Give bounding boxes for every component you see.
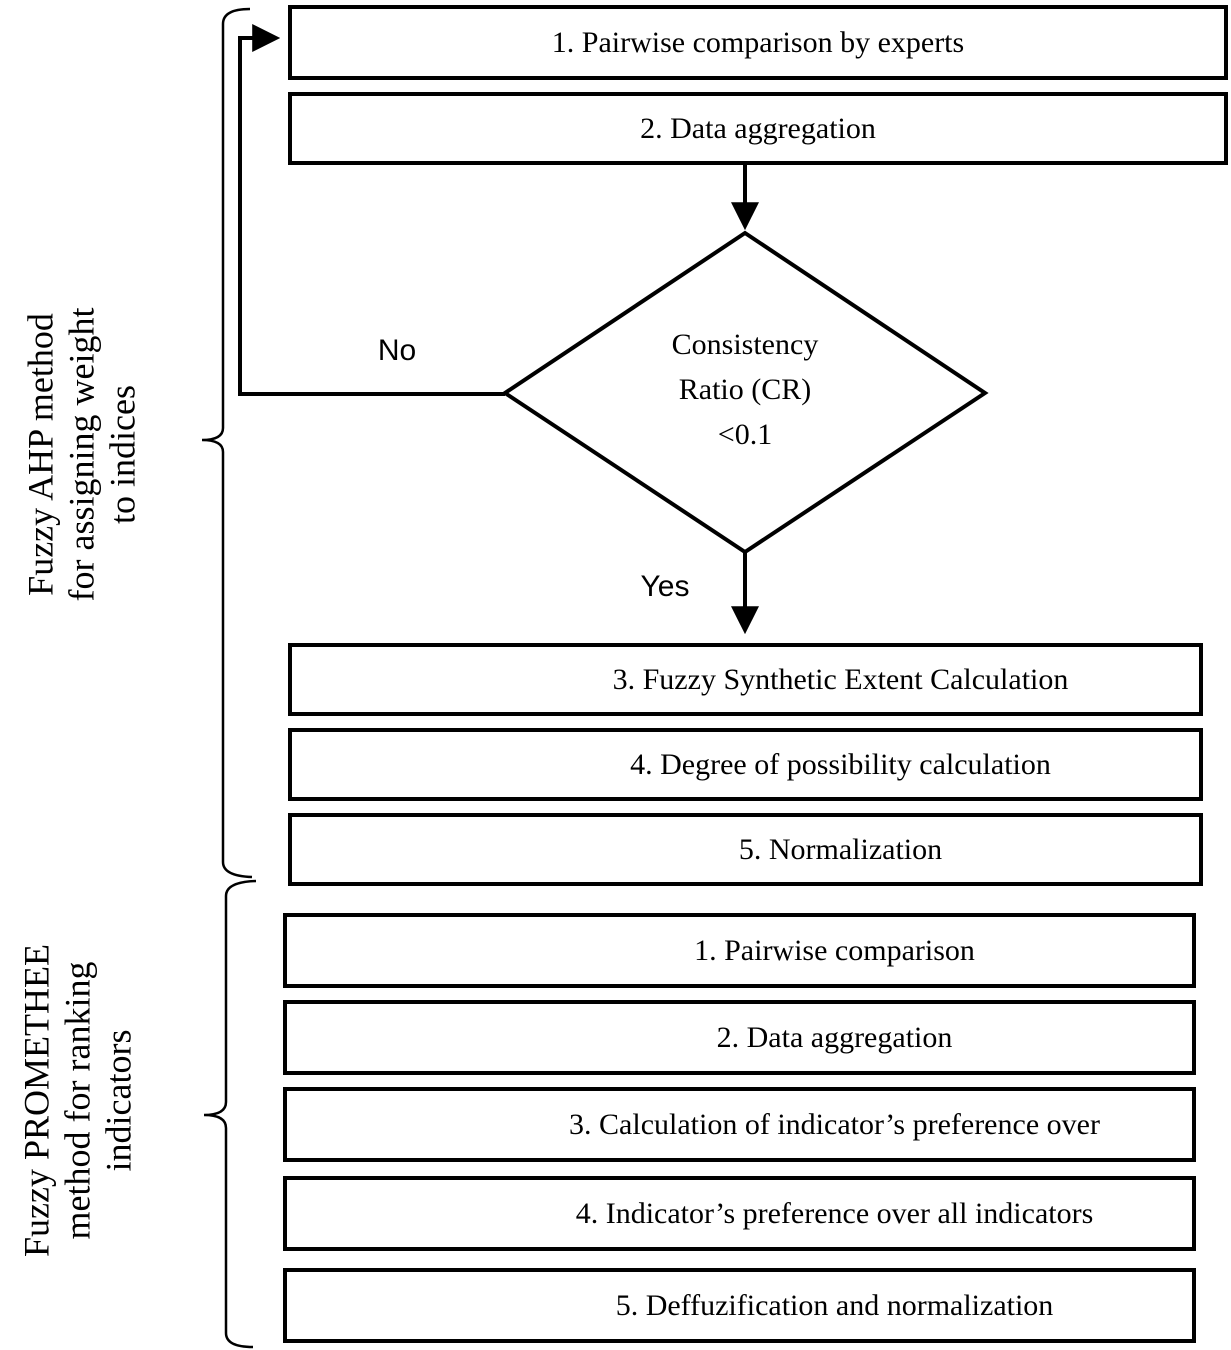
promethee-side-label-line-1: Fuzzy PROMETHEE <box>16 944 57 1257</box>
ahp-side-label-line-2: for assigning weight <box>61 307 102 602</box>
decision-line-1: Consistency <box>671 328 819 361</box>
ahp-side-label-line-1: Fuzzy AHP method <box>20 313 61 596</box>
decision-line-2: Ratio (CR) <box>678 373 812 406</box>
ahp-step-2-label: 2. Data aggregation <box>640 112 876 145</box>
promethee-side-label-line-2: method for ranking <box>57 961 98 1240</box>
ahp-step-3-label: 3. Fuzzy Synthetic Extent Calculation <box>612 663 1069 696</box>
ahp-step-1-box: 1. Pairwise comparison by experts <box>288 5 1228 80</box>
decision-line-3: <0.1 <box>717 418 773 451</box>
no-branch-label: No <box>377 334 417 367</box>
ahp-step-4-box: 4. Degree of possibility calculation <box>288 728 1203 801</box>
ahp-step-3-box: 3. Fuzzy Synthetic Extent Calculation <box>288 643 1203 716</box>
ahp-step-4-label: 4. Degree of possibility calculation <box>630 748 1051 781</box>
decision-diamond-text: Consistency Ratio (CR) <0.1 <box>595 322 895 457</box>
promethee-step-1-label: 1. Pairwise comparison <box>694 934 975 967</box>
promethee-step-2-box: 2. Data aggregation <box>283 1000 1196 1075</box>
ahp-section-brace <box>201 7 253 879</box>
ahp-step-5-label: 5. Normalization <box>738 833 943 866</box>
ahp-step-5-box: 5. Normalization <box>288 813 1203 886</box>
promethee-step-1-box: 1. Pairwise comparison <box>283 913 1196 988</box>
ahp-step-1-label: 1. Pairwise comparison by experts <box>551 26 965 59</box>
promethee-step-5-label: 5. Deffuzification and normalization <box>615 1289 1054 1322</box>
promethee-step-3-box: 3. Calculation of indicator’s preference… <box>283 1087 1196 1162</box>
promethee-side-label: Fuzzy PROMETHEE method for ranking indic… <box>17 821 140 1350</box>
promethee-side-label-line-3: indicators <box>98 1029 139 1172</box>
ahp-step-2-box: 2. Data aggregation <box>288 92 1228 165</box>
promethee-section-brace <box>203 879 257 1349</box>
ahp-side-label: Fuzzy AHP method for assigning weight to… <box>21 175 144 735</box>
promethee-step-4-label: 4. Indicator’s preference over all indic… <box>575 1197 1094 1230</box>
yes-branch-label: Yes <box>640 570 690 603</box>
arrow-no-feedback <box>238 24 505 396</box>
ahp-side-label-line-3: to indices <box>102 385 143 524</box>
promethee-step-5-box: 5. Deffuzification and normalization <box>283 1268 1196 1343</box>
promethee-step-3-label: 3. Calculation of indicator’s preference… <box>569 1108 1100 1141</box>
promethee-step-4-box: 4. Indicator’s preference over all indic… <box>283 1176 1196 1251</box>
promethee-step-2-label: 2. Data aggregation <box>716 1021 953 1054</box>
